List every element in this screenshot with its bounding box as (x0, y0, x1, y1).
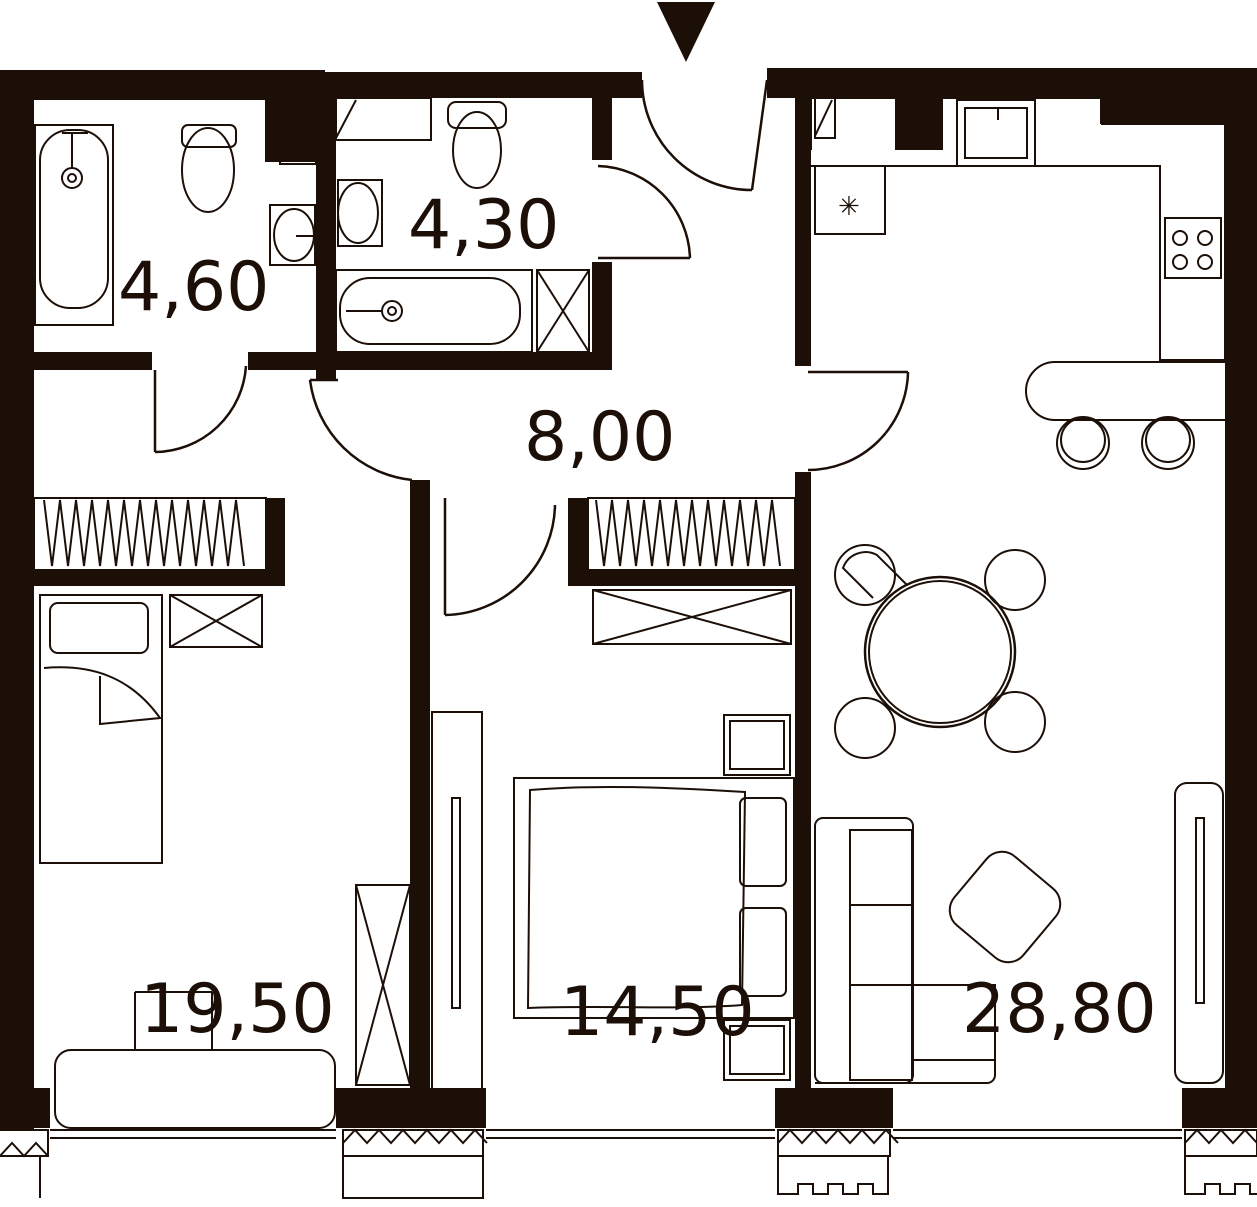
wardrobe-icon-2 (587, 497, 796, 571)
bathroom-2-fixtures (335, 97, 590, 353)
pouf-icon (948, 850, 1062, 964)
kitchen-island-icon (1025, 361, 1225, 421)
windows (0, 1128, 1257, 1199)
left-bedroom-fixtures (33, 497, 411, 1129)
area-label-bedroom-middle: 14,50 (560, 973, 755, 1052)
kitchen-fixtures: ✳ (810, 97, 1226, 1084)
area-label-hallway: 8,00 (524, 398, 675, 477)
walls (0, 68, 1257, 1130)
area-label-living-kitchen: 28,80 (962, 970, 1157, 1049)
wardrobe-icon (33, 497, 267, 571)
bathtub-icon (34, 124, 114, 326)
toilet-icon (181, 127, 235, 213)
dining-table-icon (863, 575, 1017, 729)
tv-console-icon (1174, 782, 1224, 1084)
doors (153, 79, 910, 617)
double-bed-icon (513, 777, 795, 1019)
closet-icon (355, 884, 411, 1086)
dining-chairs (834, 544, 1046, 759)
svg-text:✳: ✳ (838, 192, 860, 222)
bathtub-icon-2 (335, 269, 533, 353)
nightstand-icon-3 (723, 1019, 791, 1081)
area-label-bathroom-1: 4,60 (118, 248, 269, 327)
area-label-bathroom-2: 4,30 (408, 186, 559, 265)
desk-chair-icon (134, 991, 213, 1050)
area-label-bedroom-left: 19,50 (140, 970, 335, 1049)
toilet-icon-2 (452, 111, 502, 189)
washing-machine-icon (536, 269, 590, 353)
middle-bedroom-fixtures (431, 497, 796, 1091)
kitchen-sink-icon (956, 99, 1036, 167)
sofa-icon (814, 817, 914, 1084)
single-bed-icon (39, 594, 163, 864)
nightstand-icon-2 (723, 714, 791, 776)
stove-icon (1164, 217, 1222, 279)
bathroom-1-fixtures (34, 123, 317, 326)
tv-stand-icon (431, 711, 483, 1091)
entrance-arrow-icon (657, 2, 715, 62)
nightstand-icon (169, 594, 263, 648)
fridge-icon (814, 165, 886, 235)
dresser-icon (592, 589, 792, 645)
desk-icon (54, 1049, 336, 1129)
area-labels: 4,60 4,30 8,00 19,50 14,50 28,80 (118, 186, 1157, 1052)
